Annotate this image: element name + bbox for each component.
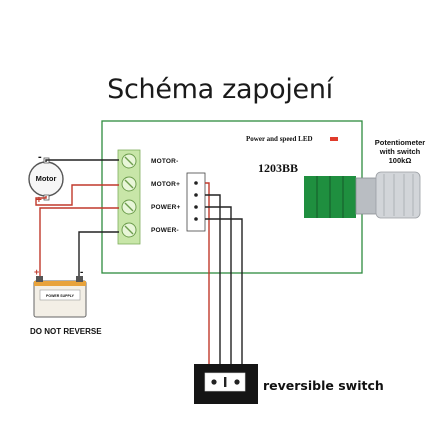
header-pins [194,181,198,221]
power-supply-label: POWER SUPPLY [46,294,74,298]
board-model: 1203BB [258,161,299,175]
page-title: Schéma zapojení [107,74,333,105]
motor-label: Motor [35,174,57,183]
terminal-label-power-plus: POWER+ [151,204,181,211]
terminal-label-motor-minus: MOTOR- [151,158,179,165]
terminal-block [117,149,141,245]
ps-minus-mark: - [80,267,83,278]
terminal-label-power-minus: POWER- [151,227,179,234]
pot-line-3: 100kΩ [388,156,412,165]
pot-line-2: with switch [379,147,421,156]
motor-minus-mark: - [38,151,42,163]
pot-line-1: Potentiometer [374,138,426,147]
ps-plus-mark: + [34,267,39,277]
motor-plus-mark: + [36,195,42,206]
led-indicator [330,137,338,141]
switch-header [186,172,206,232]
pot-knob [375,171,421,219]
terminal-label-motor-plus: MOTOR+ [151,181,181,188]
led-label: Power and speed LED [246,135,313,143]
black-wires [45,159,243,365]
pot-shaft [355,177,379,215]
screw-slots [124,156,134,235]
potentiometer-label: Potentiometer with switch 100kΩ [360,138,440,165]
red-wires [35,182,210,365]
do-not-reverse-warning: DO NOT REVERSE [30,327,102,336]
reversible-switch-label: reversible switch [263,378,384,393]
